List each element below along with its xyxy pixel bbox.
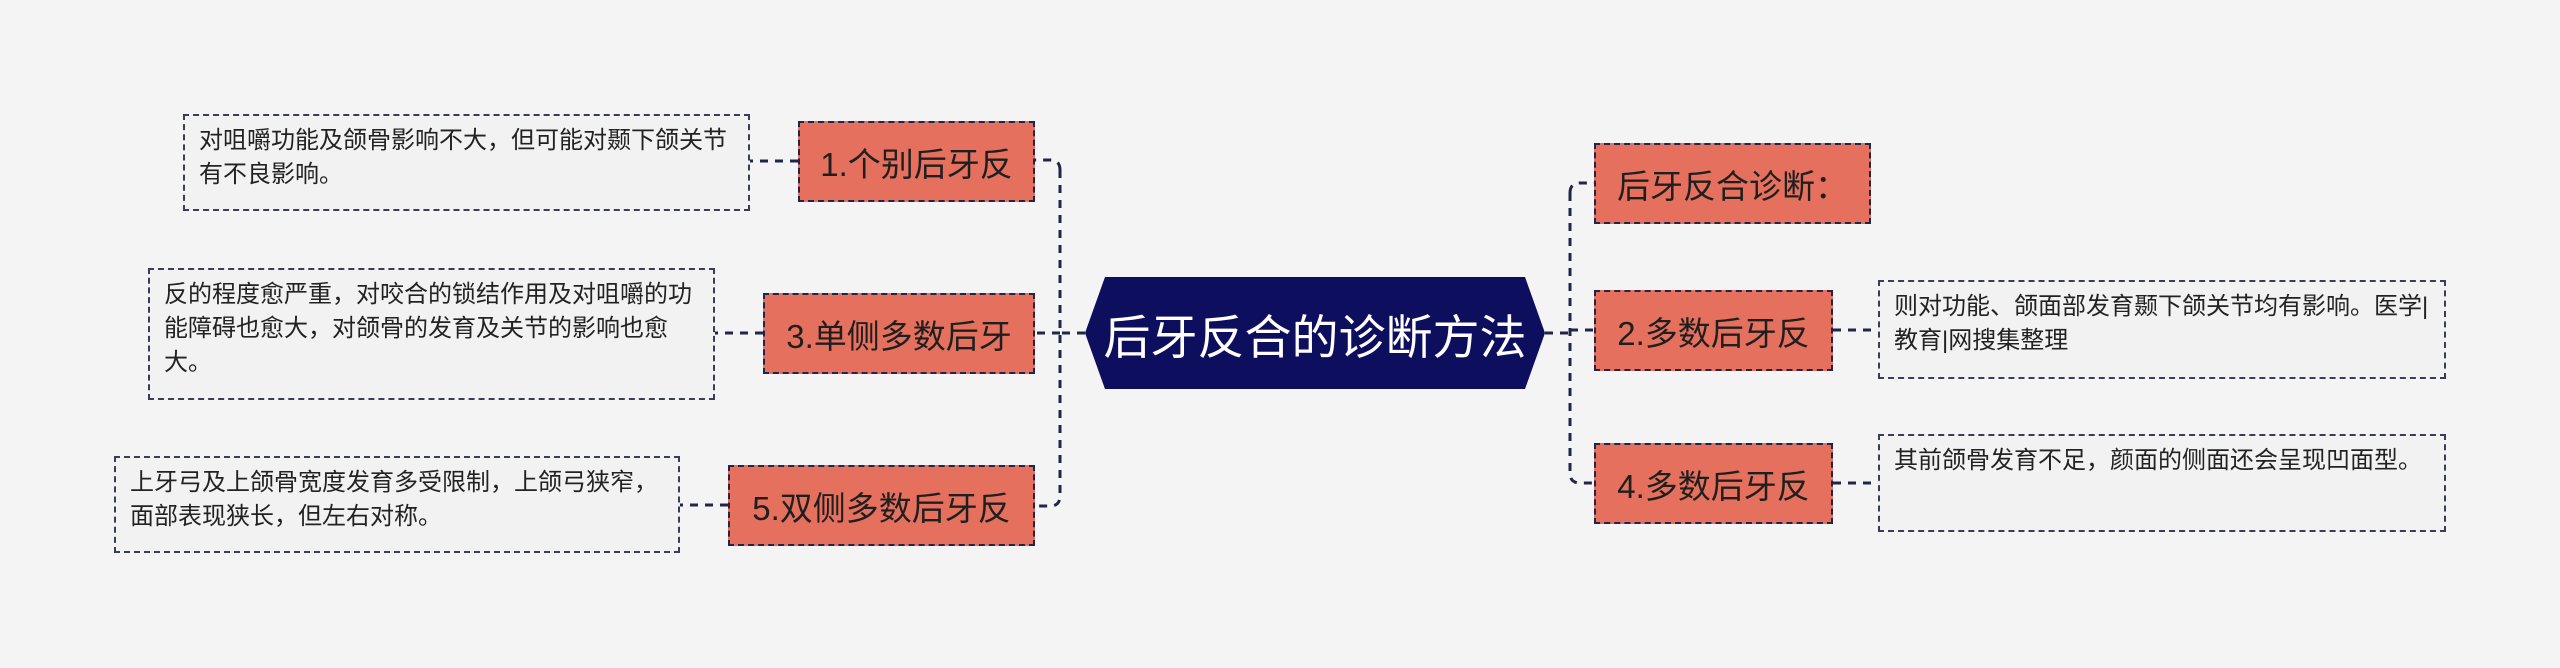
detail-4-text: 其前颌骨发育不足，颜面的侧面还会呈现凹面型。	[1894, 447, 2422, 474]
detail-3-text: 反的程度愈严重，对咬合的锁结作用及对咀嚼的功能障碍也愈大，对颌骨的发育及关节的影…	[164, 281, 692, 376]
detail-2-text: 则对功能、颌面部发育颞下颌关节均有影响。医学|教育|网搜集整理	[1894, 293, 2429, 354]
connector-left-trunk	[1035, 158, 1062, 508]
detail-5-text: 上牙弓及上颌骨宽度发育多受限制，上颌弓狭窄，面部表现狭长，但左右对称。	[130, 469, 658, 530]
root-hexagon	[1085, 277, 1545, 389]
detail-1[interactable]: 对咀嚼功能及颌骨影响不大，但可能对颞下颌关节有不良影响。	[183, 114, 750, 211]
root-topic-label: 后牙反合的诊断方法	[1103, 310, 1527, 364]
root-topic[interactable]: 后牙反合的诊断方法	[1085, 277, 1545, 389]
topic-2[interactable]: 2.多数后牙反	[1594, 290, 1833, 371]
topic-3-label: 3.单侧多数后牙	[786, 317, 1012, 355]
topic-5-label: 5.双侧多数后牙反	[752, 489, 1011, 527]
topic-3[interactable]: 3.单侧多数后牙	[763, 293, 1035, 374]
detail-4[interactable]: 其前颌骨发育不足，颜面的侧面还会呈现凹面型。	[1878, 434, 2446, 532]
topic-diagnosis[interactable]: 后牙反合诊断：	[1594, 143, 1871, 224]
connector-right-trunk	[1568, 181, 1594, 485]
topic-2-label: 2.多数后牙反	[1617, 314, 1810, 352]
topic-1-label: 1.个别后牙反	[820, 145, 1013, 183]
detail-5[interactable]: 上牙弓及上颌骨宽度发育多受限制，上颌弓狭窄，面部表现狭长，但左右对称。	[114, 456, 680, 553]
topic-5[interactable]: 5.双侧多数后牙反	[728, 465, 1035, 546]
detail-3[interactable]: 反的程度愈严重，对咬合的锁结作用及对咀嚼的功能障碍也愈大，对颌骨的发育及关节的影…	[148, 268, 715, 400]
topic-diagnosis-label: 后牙反合诊断：	[1617, 167, 1848, 205]
topic-1[interactable]: 1.个别后牙反	[798, 121, 1035, 202]
topic-4-label: 4.多数后牙反	[1617, 467, 1810, 505]
detail-1-text: 对咀嚼功能及颌骨影响不大，但可能对颞下颌关节有不良影响。	[199, 127, 727, 188]
topic-4[interactable]: 4.多数后牙反	[1594, 443, 1833, 524]
detail-2[interactable]: 则对功能、颌面部发育颞下颌关节均有影响。医学|教育|网搜集整理	[1878, 280, 2446, 379]
